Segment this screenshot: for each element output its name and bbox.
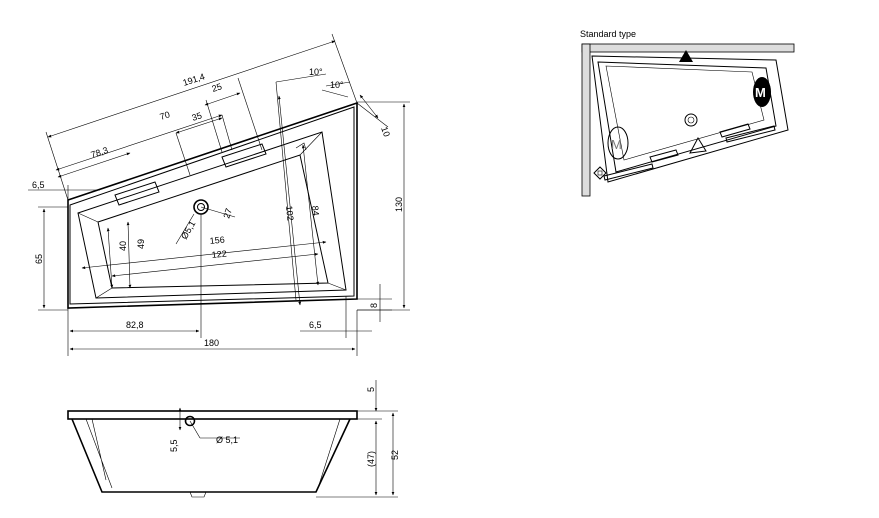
- dim-65: 65: [34, 254, 44, 264]
- headrest-triangle-icon: [679, 50, 693, 62]
- dim-phi-5-1: Ø5,1: [179, 219, 197, 241]
- dim-25: 25: [211, 81, 224, 94]
- dim-122: 122: [211, 248, 227, 260]
- side-view: Ø 5,1 5,5 5 (47) 52: [67, 380, 400, 498]
- std-accessory-3: [603, 163, 654, 181]
- side-drain-bottom: [189, 491, 207, 498]
- top-view: 191,4 70 78,3 35 25 10° 10° 10 6,5: [28, 33, 410, 356]
- tub-rim: [69, 106, 355, 305]
- side-rim: [67, 410, 358, 420]
- dim-10deg-b: 10°: [330, 80, 344, 90]
- bevel-lines: [77, 131, 347, 299]
- dim-180: 180: [204, 338, 219, 348]
- valve-diamond-icon: [593, 166, 607, 180]
- std-accessory-4: [725, 125, 776, 143]
- dim-40: 40: [118, 241, 128, 251]
- std-accessory-1: [649, 149, 679, 163]
- std-accessory-2: [719, 123, 751, 138]
- dim-156: 156: [209, 234, 225, 246]
- wall-left: [581, 43, 591, 197]
- dim-102: 102: [284, 205, 296, 221]
- dim-70: 70: [159, 109, 172, 122]
- side-body: [71, 418, 351, 493]
- dim-10deg-a: 10°: [309, 67, 323, 77]
- std-tub-outline: [591, 55, 789, 183]
- motor-left-label: M: [611, 137, 622, 152]
- std-tub-inner: [597, 61, 777, 173]
- dim-10: 10: [379, 125, 392, 138]
- side-dim-5: 5: [366, 387, 376, 392]
- motor-right-label: M: [755, 85, 766, 100]
- side-inner: [85, 418, 341, 489]
- dim-6-5-left: 6,5: [32, 180, 45, 190]
- dim-82-8: 82,8: [126, 320, 144, 330]
- headrest-left: [114, 181, 160, 206]
- dim-27: 27: [221, 207, 234, 220]
- standard-type-title: Standard type: [580, 29, 636, 39]
- dim-35: 35: [191, 110, 204, 123]
- motor-right-icon: [753, 77, 771, 107]
- motor-left-icon: [607, 126, 629, 160]
- headrest-right: [221, 143, 267, 168]
- side-dim-52: 52: [390, 450, 400, 460]
- std-drain-inner: [687, 116, 695, 124]
- outline-triangle-icon: [689, 136, 707, 154]
- side-dim-5-5: 5,5: [169, 439, 179, 452]
- corner-bracket: [295, 142, 307, 151]
- std-drain-icon: [684, 113, 698, 127]
- dim-8: 8: [369, 303, 379, 308]
- drain-inner: [197, 203, 205, 211]
- dim-78-3: 78,3: [90, 145, 110, 160]
- side-overflow: [184, 415, 196, 427]
- dim-84: 84: [310, 205, 321, 216]
- side-dim-47: (47): [366, 451, 376, 467]
- valve-diamond-inner: [597, 170, 603, 176]
- standard-type-diagram: Standard type M M: [580, 29, 795, 197]
- dim-49: 49: [136, 239, 146, 249]
- basin-floor: [97, 154, 329, 289]
- side-dim-phi-5-1: Ø 5,1: [216, 435, 238, 445]
- dim-6-5-right: 6,5: [309, 320, 322, 330]
- dim-130: 130: [394, 197, 404, 212]
- wall-top: [581, 43, 795, 53]
- std-basin: [605, 65, 765, 161]
